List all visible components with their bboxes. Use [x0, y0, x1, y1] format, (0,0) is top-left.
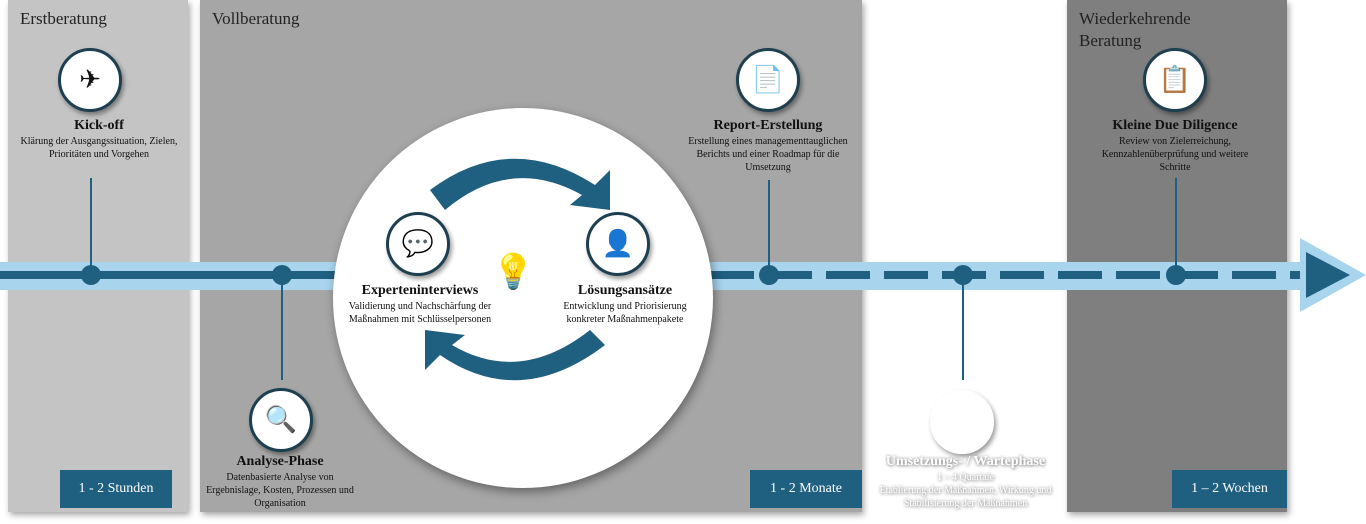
arrow-head-icon	[1300, 238, 1366, 312]
clipboard-icon: 📋	[1143, 48, 1207, 112]
phase-title: Wiederkehrende Beratung	[1079, 9, 1191, 50]
timeline-dashed	[710, 271, 1310, 279]
milestone-sub: 1 – 4 Quartale	[937, 472, 994, 483]
milestone-title: Kick-off	[74, 118, 124, 133]
duration-badge: 1 - 2 Monate	[750, 470, 862, 508]
milestone-desc: Entwicklung und Priorisierung konkreter …	[563, 301, 687, 325]
milestone-desc: Erstellung eines managementtauglichen Be…	[688, 136, 848, 173]
duration-badge: 1 – 2 Wochen	[1172, 470, 1287, 508]
milestone-title: Umsetzungs- / Wartephase	[885, 454, 1046, 469]
milestone-desc: Klärung der Ausgangssituation, Zielen, P…	[20, 136, 178, 160]
phase-title: Vollberatung	[212, 9, 300, 28]
milestone-desc: Datenbasierte Analyse von Ergebnislage, …	[206, 472, 354, 509]
milestone-desc: Validierung und Nachschärfung der Maßnah…	[348, 301, 492, 325]
milestone-title: Analyse-Phase	[236, 454, 324, 469]
milestone-title: Kleine Due Diligence	[1112, 118, 1238, 133]
connector	[1175, 178, 1177, 275]
connector	[281, 275, 283, 380]
airplane-icon: ✈	[58, 48, 122, 112]
milestone-desc: Review von Zielerreichung, Kennzahlenübe…	[1101, 136, 1249, 173]
lightbulb-gear-icon: 💡	[492, 254, 535, 291]
connector	[90, 178, 92, 275]
document-icon: 📄	[736, 48, 800, 112]
milestone-title: Report-Erstellung	[713, 118, 823, 133]
timeline-dot	[759, 265, 779, 285]
phase-panel-wiederkehrend: Wiederkehrende Beratung	[1067, 0, 1287, 512]
analysis-magnifier-icon: 🔍	[249, 388, 313, 452]
phase-title: Erstberatung	[20, 9, 107, 28]
cycle-arrows-icon	[425, 158, 610, 381]
connector	[768, 180, 770, 275]
milestone-desc: Etablierung der Maßnahmen, Wirkung und S…	[879, 485, 1052, 509]
hourglass-icon: ⧗	[930, 390, 994, 454]
connector	[962, 275, 964, 380]
timeline-dot	[1166, 265, 1186, 285]
chat-bubble-icon: 💬	[386, 212, 450, 276]
milestone-title: Lösungsansätze	[577, 283, 673, 298]
duration-badge: 1 - 2 Stunden	[60, 470, 172, 508]
timeline-dot	[81, 265, 101, 285]
milestone-title: Experteninterviews	[361, 283, 479, 298]
head-idea-icon: 👤	[586, 212, 650, 276]
